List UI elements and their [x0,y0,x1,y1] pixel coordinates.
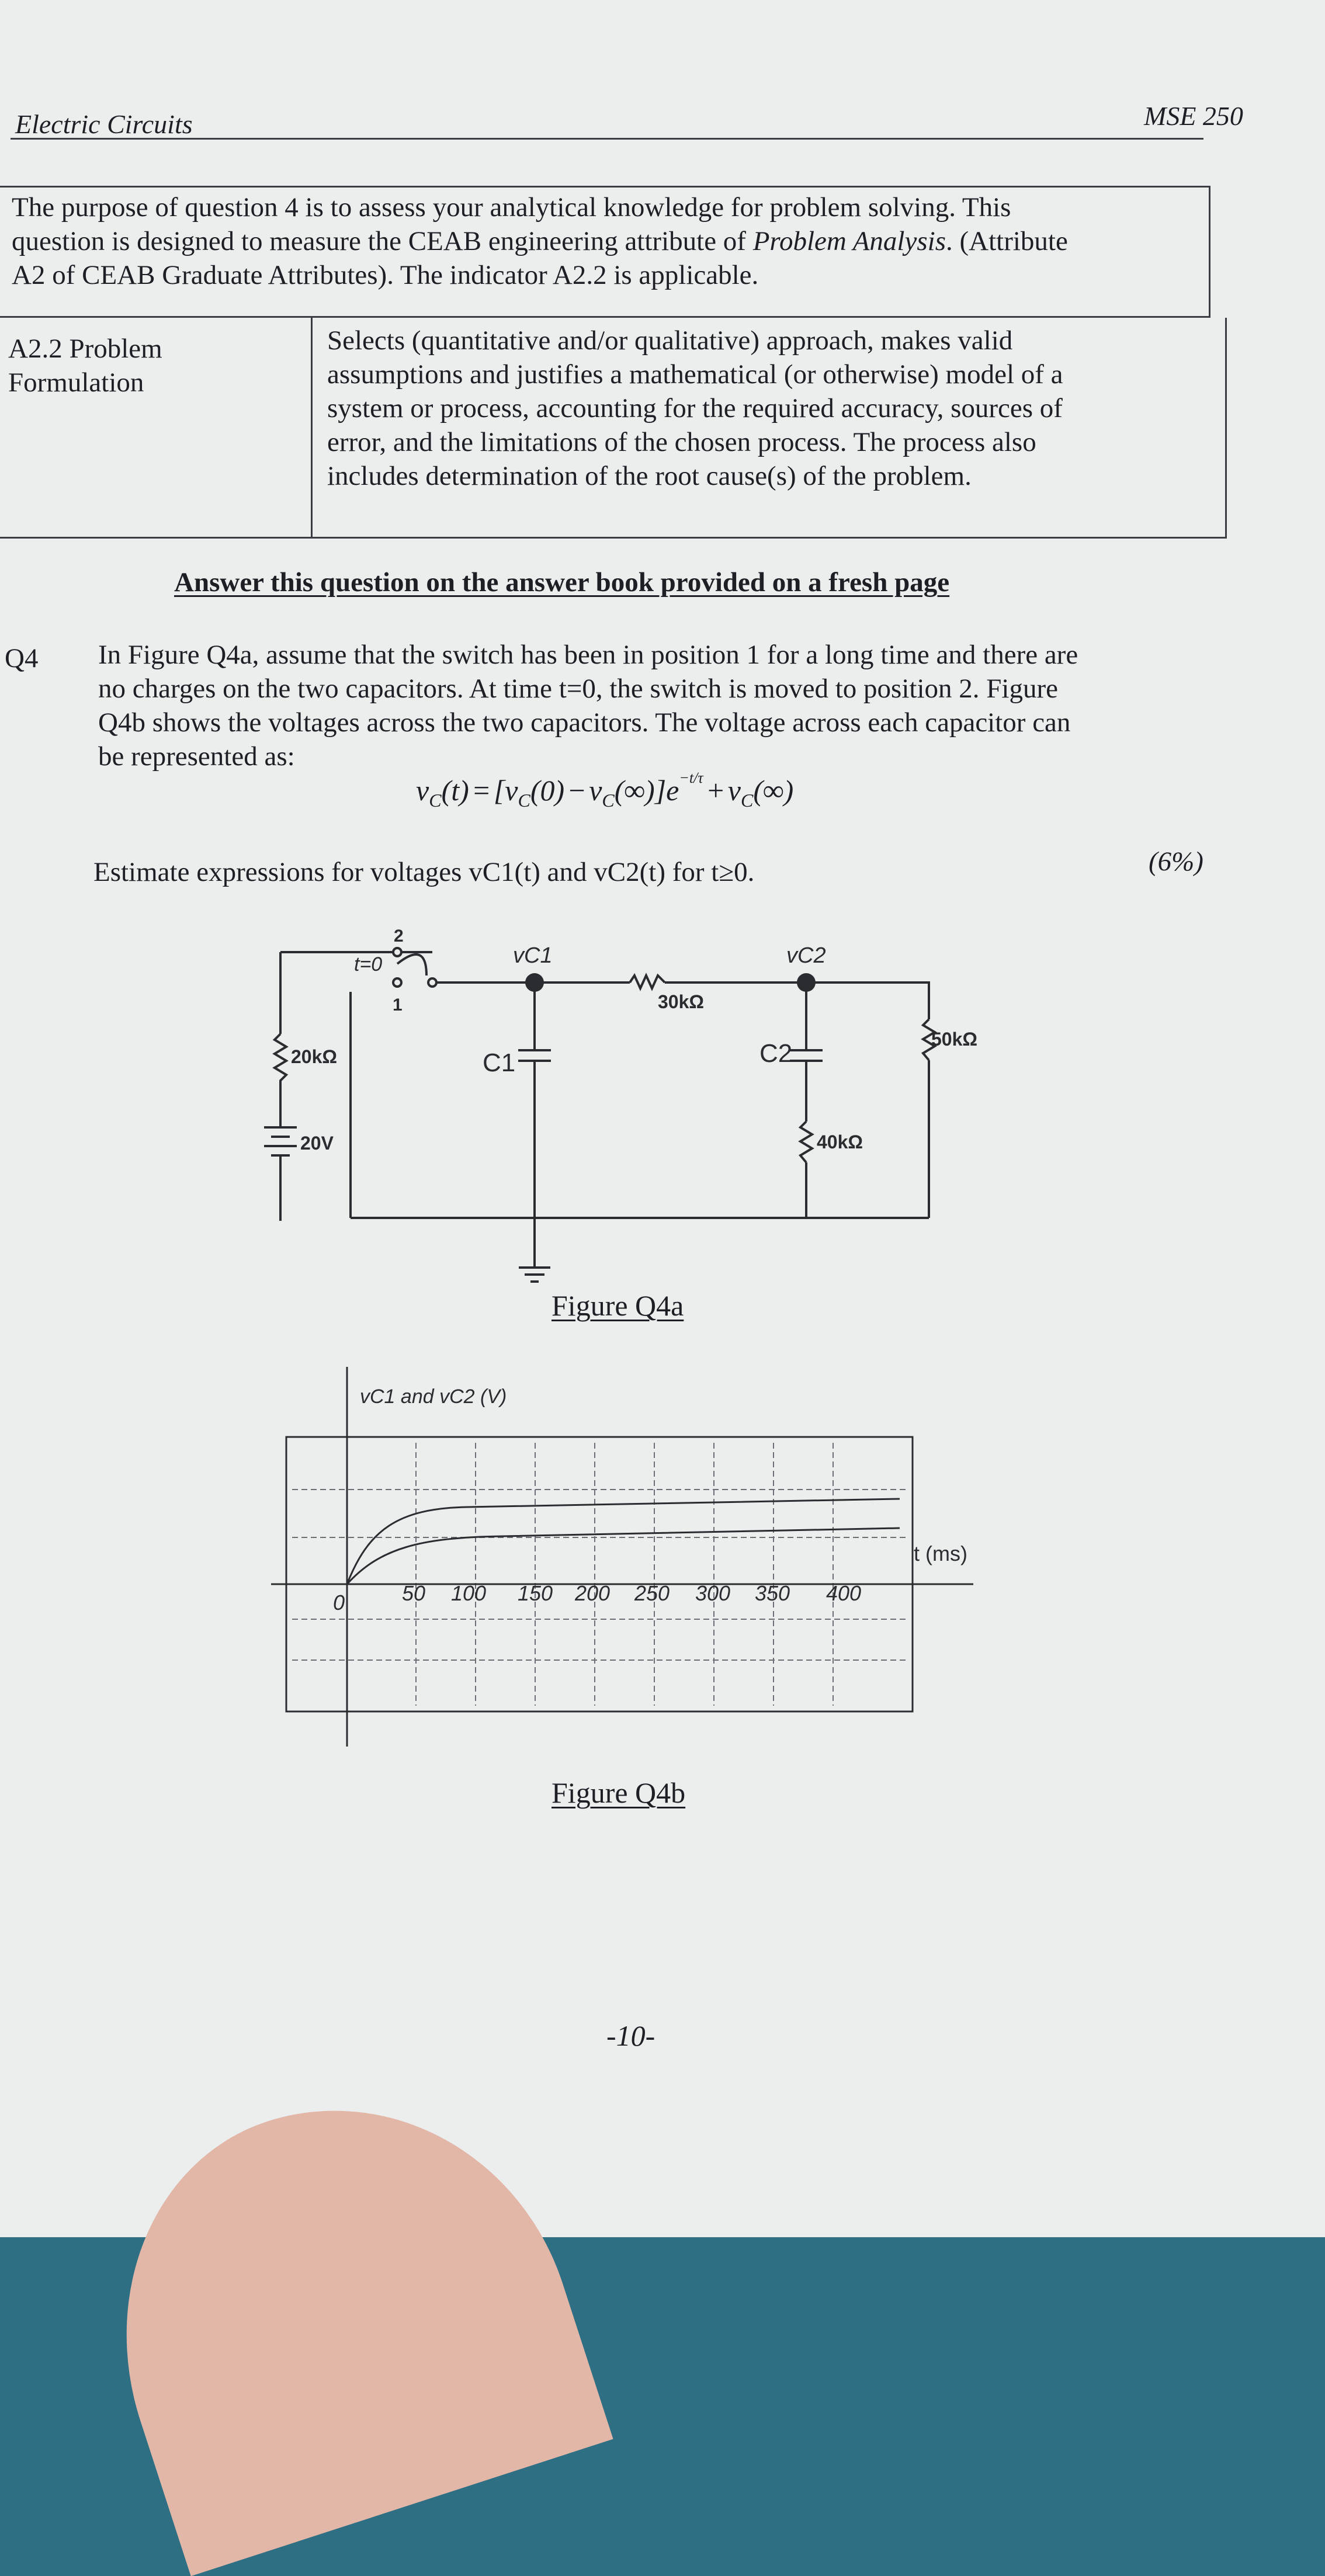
course-code: MSE 250 [1144,101,1243,131]
question-text: In Figure Q4a, assume that the switch ha… [98,638,1243,773]
question-task: Estimate expressions for voltages vC1(t)… [93,857,755,887]
question-line: Q4b shows the voltages across the two ca… [98,707,1071,738]
c2-label: C2 [759,1039,792,1068]
tick-label: 400 [826,1581,861,1605]
curve-upper [346,1498,900,1585]
purpose-line-3: A2 of CEAB Graduate Attributes). The ind… [12,260,759,290]
switch-time-label: t=0 [354,953,382,975]
node-vc1-label: vC1 [513,943,553,968]
page-number: -10- [606,2019,655,2052]
resistor-30k [629,973,666,991]
node-vc2-dot [797,973,816,992]
answer-instruction: Answer this question on the answer book … [174,567,950,598]
tick-label: 350 [755,1581,790,1605]
plot-frame [285,1436,914,1713]
r-source-label: 20kΩ [291,1046,337,1067]
purpose-line-2-emphasis: Problem Analysis [752,226,946,256]
tick-label: 50 [402,1581,425,1605]
indicator-label: A2.2 Problem Formulation [8,332,162,400]
y-axis-label: vC1 and vC2 (V) [360,1386,507,1408]
question-line: In Figure Q4a, assume that the switch ha… [98,640,1078,670]
indicator-desc-line: error, and the limitations of the chosen… [327,427,1036,457]
circuit-diagram: 2 t=0 1 vC1 vC2 20kΩ 20V C1 30kΩ C2 40kΩ… [264,926,977,1283]
ground-symbol [519,1266,550,1283]
tick-label: 300 [695,1581,730,1605]
indicator-desc-line: assumptions and justifies a mathematical… [327,359,1063,390]
purpose-line-2-c: . (Attribute [946,226,1068,256]
capacitor-c1 [518,1049,551,1068]
header-rule [11,138,1203,140]
purpose-box [0,186,1210,318]
origin-label: 0 [333,1591,345,1615]
purpose-line-1: The purpose of question 4 is to assess y… [12,192,1011,223]
switch [351,947,438,988]
voltage-plot: vC1 and vC2 (V) t (ms) 0 50 100 150 200 … [271,1367,973,1747]
purpose-line-2: question is designed to measure the CEAB… [12,224,1203,258]
wire-to-50k [806,981,930,1019]
plot-grid [292,1443,908,1706]
node-vc1-dot [525,973,544,992]
question-line: no charges on the two capacitors. At tim… [98,673,1058,704]
indicator-label-line-1: A2.2 Problem [8,334,162,364]
battery-20v [264,1126,297,1174]
switch-pos2-label: 2 [394,926,404,946]
capacitor-voltage-formula: vC(t) = [vC(0) − vC(∞)]e−t/τ + vC(∞) [416,769,794,811]
purpose-line-2-a: question is designed to measure the CEAB… [12,226,753,256]
switch-pos1-label: 1 [393,995,403,1015]
figure-q4a-caption: Figure Q4a [551,1289,684,1322]
source-label: 20V [300,1133,334,1154]
indicator-table [0,318,1227,539]
r-series-label: 30kΩ [658,991,704,1012]
r-load-label: 50kΩ [931,1029,977,1050]
c1-label: C1 [483,1049,515,1077]
question-marks: (6%) [1149,846,1203,877]
tick-label: 200 [574,1581,610,1605]
x-axis-label: t (ms) [914,1542,967,1565]
indicator-label-line-2: Formulation [8,367,144,398]
resistor-40k [798,1120,814,1164]
figure-q4b-caption: Figure Q4b [551,1776,686,1809]
purpose-text: The purpose of question 4 is to assess y… [12,190,1203,292]
indicator-desc-line: Selects (quantitative and/or qualitative… [327,325,1013,356]
tick-label: 150 [518,1581,553,1605]
resistor-20k [272,1033,289,1098]
indicator-desc-line: includes determination of the root cause… [327,461,972,491]
tick-label: 250 [634,1581,670,1605]
node-vc2-label: vC2 [786,943,826,968]
capacitor-c2 [790,1049,823,1068]
indicator-description: Selects (quantitative and/or qualitative… [327,324,1215,493]
indicator-desc-line: system or process, accounting for the re… [327,393,1063,423]
resistor-50k [921,1018,937,1061]
question-line: be represented as: [98,741,295,772]
indicator-table-divider [311,318,313,539]
question-number: Q4 [5,643,39,673]
r-c2-label: 40kΩ [817,1131,863,1152]
curve-lower [346,1527,900,1585]
tick-label: 100 [451,1581,486,1605]
course-title: Electric Circuits [15,109,193,139]
exam-page: Electric Circuits MSE 250 The purpose of… [0,0,1325,2237]
